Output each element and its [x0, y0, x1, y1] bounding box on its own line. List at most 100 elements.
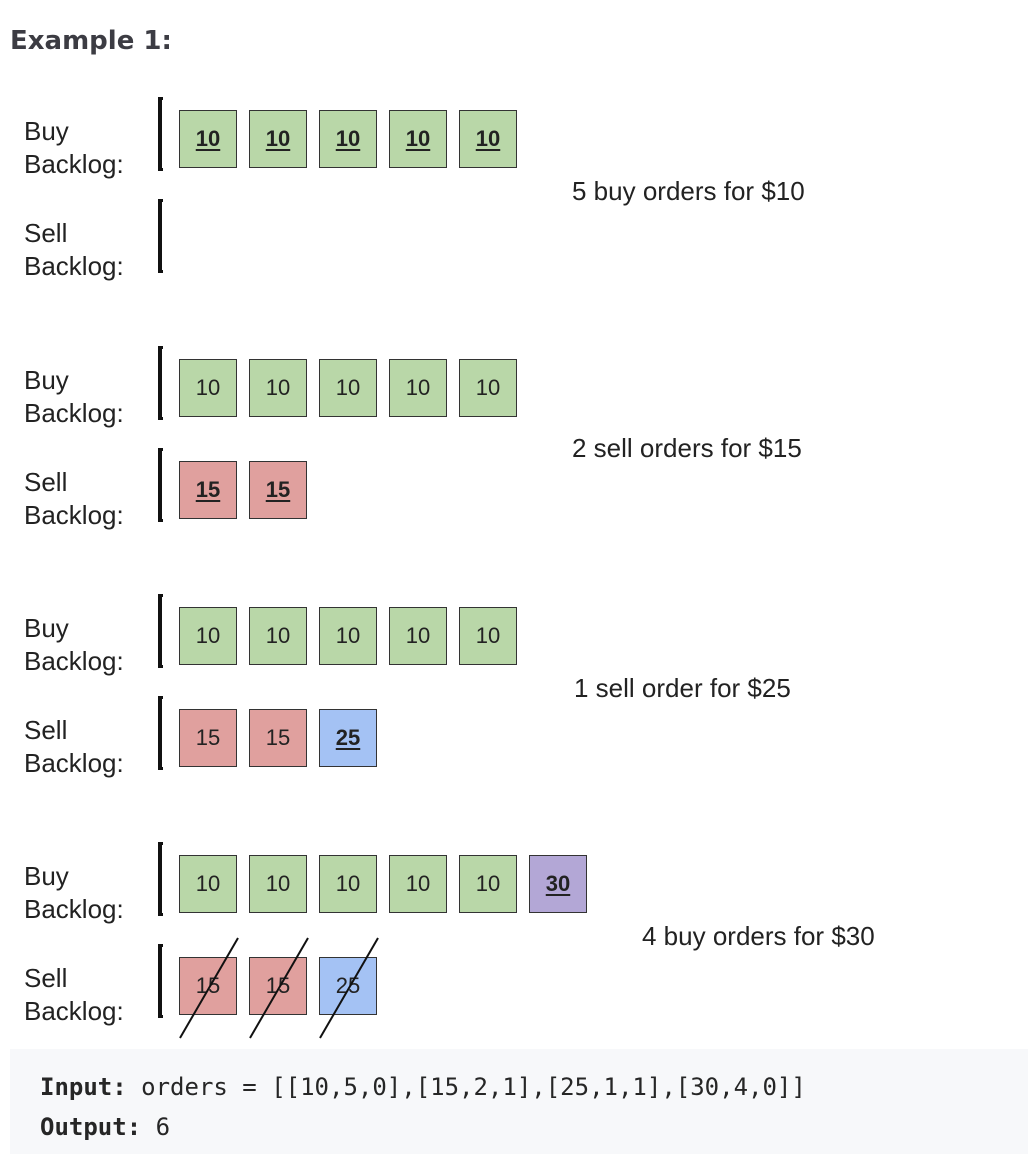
input-line: Input: orders = [[10,5,0],[15,2,1],[25,1… — [40, 1073, 806, 1101]
order-price: 10 — [265, 871, 291, 896]
order-price: 15 — [195, 725, 221, 750]
buy-order-box: 10 — [249, 607, 307, 665]
order-price: 10 — [475, 871, 501, 896]
sell-label-backlog: Backlog: — [24, 996, 124, 1026]
order-price: 15 — [265, 725, 291, 750]
order-price: 10 — [335, 126, 361, 151]
sell-label-word: Sell — [24, 715, 68, 745]
sell-label-word: Sell — [24, 963, 68, 993]
buy-order-box: 10 — [179, 855, 237, 913]
sell-backlog-bracket — [158, 199, 163, 273]
order-price: 10 — [265, 623, 291, 648]
buy-order-box: 10 — [459, 607, 517, 665]
sell-label-word: Sell — [24, 467, 68, 497]
order-price: 15 — [195, 477, 221, 502]
step-caption: 4 buy orders for $30 — [642, 921, 875, 951]
order-price: 10 — [475, 623, 501, 648]
order-price: 10 — [195, 871, 221, 896]
buy-order-box: 10 — [249, 110, 307, 168]
order-price: 10 — [405, 375, 431, 400]
output-label: Output: — [40, 1113, 142, 1141]
output-line: Output: 6 — [40, 1113, 170, 1141]
sell-order-box: 15 — [179, 461, 237, 519]
buy-backlog-bracket — [158, 842, 163, 916]
order-price: 10 — [475, 375, 501, 400]
buy-backlog-bracket — [158, 97, 163, 171]
order-price: 10 — [195, 623, 221, 648]
step-caption: 2 sell orders for $15 — [572, 433, 802, 463]
buy-order-box: 10 — [319, 110, 377, 168]
sell-order-box: 15 — [179, 937, 239, 1039]
output-value: 6 — [141, 1113, 171, 1141]
order-price: 30 — [545, 871, 571, 896]
order-price: 15 — [265, 477, 291, 502]
order-price: 15 — [195, 973, 221, 998]
buy-order-box: 10 — [179, 110, 237, 168]
sell-label-word: Sell — [24, 218, 68, 248]
buy-label-backlog: Backlog: — [24, 149, 124, 179]
buy-order-box: 10 — [319, 855, 377, 913]
sell-label-backlog: Backlog: — [24, 748, 124, 778]
sell-order-box: 15 — [179, 709, 237, 767]
sell-order-box: 25 — [319, 709, 377, 767]
sell-label-backlog: Backlog: — [24, 251, 124, 281]
buy-order-box: 10 — [389, 607, 447, 665]
buy-label-word: Buy — [24, 613, 69, 643]
sell-backlog-bracket — [158, 696, 163, 770]
buy-order-box: 10 — [179, 607, 237, 665]
order-price: 10 — [195, 375, 221, 400]
order-price: 10 — [335, 623, 361, 648]
input-value: orders = [[10,5,0],[15,2,1],[25,1,1],[30… — [126, 1073, 806, 1101]
sell-order-box: 15 — [249, 461, 307, 519]
order-price: 10 — [335, 375, 361, 400]
buy-order-box: 10 — [389, 110, 447, 168]
order-price: 10 — [265, 126, 291, 151]
sell-order-box: 15 — [249, 709, 307, 767]
code-block: Input: orders = [[10,5,0],[15,2,1],[25,1… — [10, 1049, 1028, 1154]
sell-backlog-bracket — [158, 944, 163, 1018]
buy-label-word: Buy — [24, 365, 69, 395]
step-caption: 1 sell order for $25 — [574, 673, 791, 703]
order-price: 10 — [405, 126, 431, 151]
buy-order-box: 10 — [459, 359, 517, 417]
sell-backlog-bracket — [158, 448, 163, 522]
order-price: 10 — [265, 375, 291, 400]
buy-order-box: 10 — [319, 359, 377, 417]
sell-order-box: 15 — [249, 937, 309, 1039]
buy-label-word: Buy — [24, 861, 69, 891]
order-price: 15 — [265, 973, 291, 998]
buy-label-backlog: Backlog: — [24, 398, 124, 428]
buy-order-box: 10 — [389, 359, 447, 417]
order-price: 25 — [335, 973, 361, 998]
buy-label-word: Buy — [24, 116, 69, 146]
buy-order-box: 30 — [529, 855, 587, 913]
order-price: 10 — [475, 126, 501, 151]
buy-backlog-bracket — [158, 346, 163, 420]
buy-order-box: 10 — [319, 607, 377, 665]
buy-order-box: 10 — [179, 359, 237, 417]
order-price: 10 — [405, 871, 431, 896]
order-price: 10 — [335, 871, 361, 896]
sell-label-backlog: Backlog: — [24, 500, 124, 530]
buy-backlog-bracket — [158, 594, 163, 668]
buy-label-backlog: Backlog: — [24, 646, 124, 676]
input-label: Input: — [40, 1073, 127, 1101]
buy-order-box: 10 — [459, 855, 517, 913]
buy-label-backlog: Backlog: — [24, 894, 124, 924]
buy-order-box: 10 — [249, 855, 307, 913]
buy-order-box: 10 — [249, 359, 307, 417]
order-price: 10 — [405, 623, 431, 648]
buy-order-box: 10 — [459, 110, 517, 168]
order-price: 25 — [335, 725, 361, 750]
buy-order-box: 10 — [389, 855, 447, 913]
step-caption: 5 buy orders for $10 — [572, 176, 805, 206]
sell-order-box: 25 — [319, 937, 379, 1039]
